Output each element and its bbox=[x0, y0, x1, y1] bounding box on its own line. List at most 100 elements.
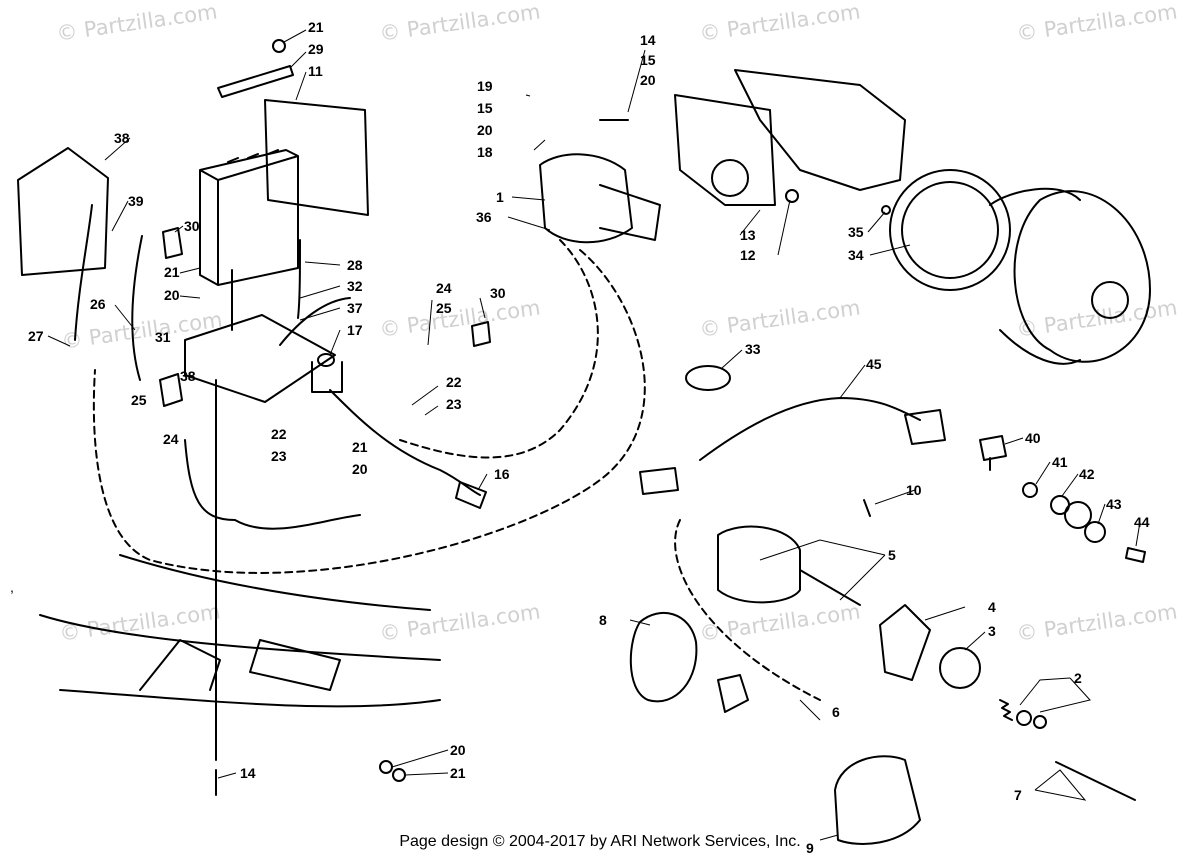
callout-label: 36 bbox=[476, 209, 492, 225]
callout-label: 28 bbox=[347, 257, 363, 273]
chassis-rail-1 bbox=[39, 614, 441, 661]
battery-bracket bbox=[17, 147, 109, 276]
callout-label: 15 bbox=[477, 100, 493, 116]
wire-harness bbox=[329, 389, 481, 496]
pinion-3 bbox=[939, 647, 981, 689]
sensor-40 bbox=[979, 435, 1007, 471]
callout-label: 23 bbox=[446, 396, 462, 412]
chassis-rail-2 bbox=[59, 689, 441, 708]
callout-label: 10 bbox=[906, 482, 922, 498]
dashed-wire bbox=[92, 249, 646, 574]
end-cover-4 bbox=[879, 604, 931, 681]
leader bbox=[299, 285, 341, 299]
cable-26 bbox=[131, 235, 143, 381]
callout-label: 14 bbox=[240, 765, 256, 781]
through-bolt-7 bbox=[1055, 761, 1136, 801]
nut-41 bbox=[1022, 482, 1038, 498]
leader bbox=[533, 139, 546, 151]
armature bbox=[717, 525, 801, 604]
leader bbox=[217, 772, 237, 779]
callout-label: 1 bbox=[496, 189, 504, 205]
callout-label: 19 bbox=[477, 78, 493, 94]
callout-label: 40 bbox=[1025, 430, 1041, 446]
callout-label: 31 bbox=[155, 329, 171, 345]
starter-motor bbox=[539, 153, 633, 244]
callout-label: 8 bbox=[599, 612, 607, 628]
callout-label: 21 bbox=[164, 264, 180, 280]
leader bbox=[111, 200, 129, 232]
callout-label: 21 bbox=[352, 439, 368, 455]
callout-label: 13 bbox=[740, 227, 756, 243]
callout-label: 29 bbox=[308, 41, 324, 57]
clamp-33 bbox=[685, 365, 731, 391]
leader bbox=[511, 196, 546, 201]
boot-30 bbox=[162, 227, 183, 259]
spring-2 bbox=[999, 699, 1013, 721]
leader bbox=[179, 267, 201, 274]
leader bbox=[174, 225, 184, 233]
callout-label: 15 bbox=[640, 52, 656, 68]
callout-label: 20 bbox=[352, 461, 368, 477]
dashed-leader bbox=[674, 519, 821, 701]
bolt-44 bbox=[1125, 547, 1146, 563]
end-cap-8 bbox=[629, 612, 698, 703]
leader bbox=[1035, 461, 1051, 485]
battery bbox=[199, 149, 299, 286]
callout-label: 39 bbox=[128, 193, 144, 209]
leader bbox=[1061, 473, 1079, 497]
callout-label: 22 bbox=[271, 426, 287, 442]
callout-label: 33 bbox=[745, 341, 761, 357]
leader bbox=[819, 834, 839, 841]
boot-30b bbox=[471, 321, 491, 347]
engine-block bbox=[734, 69, 906, 191]
leader bbox=[525, 94, 531, 97]
leader bbox=[427, 299, 433, 346]
nut-21-top bbox=[272, 39, 286, 53]
washer-2 bbox=[1016, 710, 1032, 726]
callout-label: 4 bbox=[988, 599, 996, 615]
leader bbox=[114, 304, 136, 331]
leader bbox=[1135, 521, 1141, 547]
flywheel-cover bbox=[989, 187, 1081, 365]
chassis-arm bbox=[139, 639, 221, 691]
bracket-hole bbox=[711, 159, 749, 197]
bracket-13 bbox=[674, 94, 776, 206]
harness-lower bbox=[184, 439, 361, 530]
callout-label: 35 bbox=[848, 224, 864, 240]
leader bbox=[47, 335, 71, 347]
leader bbox=[391, 749, 449, 768]
callout-label: 6 bbox=[832, 704, 840, 720]
leader bbox=[777, 199, 791, 256]
mounting-plate-31 bbox=[184, 314, 336, 403]
callout-label: 24 bbox=[163, 431, 179, 447]
callout-label: 14 bbox=[640, 32, 656, 48]
leader bbox=[1019, 677, 1071, 706]
ring-gear-outer bbox=[889, 169, 1011, 291]
callout-label: 34 bbox=[848, 247, 864, 263]
leader bbox=[411, 385, 439, 406]
callout-label: 9 bbox=[806, 840, 814, 856]
nut-35 bbox=[881, 205, 891, 215]
callout-label: 38 bbox=[114, 130, 130, 146]
callout-label: 22 bbox=[446, 374, 462, 390]
plug-45 bbox=[639, 467, 679, 495]
leader bbox=[329, 329, 341, 356]
leader bbox=[739, 209, 761, 236]
leader bbox=[477, 473, 488, 491]
leader bbox=[424, 405, 439, 416]
leader bbox=[924, 606, 966, 621]
callout-label: 18 bbox=[477, 144, 493, 160]
page-footer: Page design © 2004-2017 by ARI Network S… bbox=[399, 833, 801, 850]
leader bbox=[304, 261, 341, 266]
chassis-box bbox=[249, 639, 341, 691]
callout-label: 20 bbox=[477, 122, 493, 138]
washer-20-bottom bbox=[379, 760, 393, 774]
callout-label: 24 bbox=[436, 280, 452, 296]
stray-mark: , bbox=[10, 579, 14, 595]
leader bbox=[179, 295, 201, 299]
bolt-10 bbox=[863, 499, 871, 517]
callout-label: 21 bbox=[450, 765, 466, 781]
callout-label: 2 bbox=[1074, 670, 1082, 686]
callout-label: 27 bbox=[28, 328, 44, 344]
